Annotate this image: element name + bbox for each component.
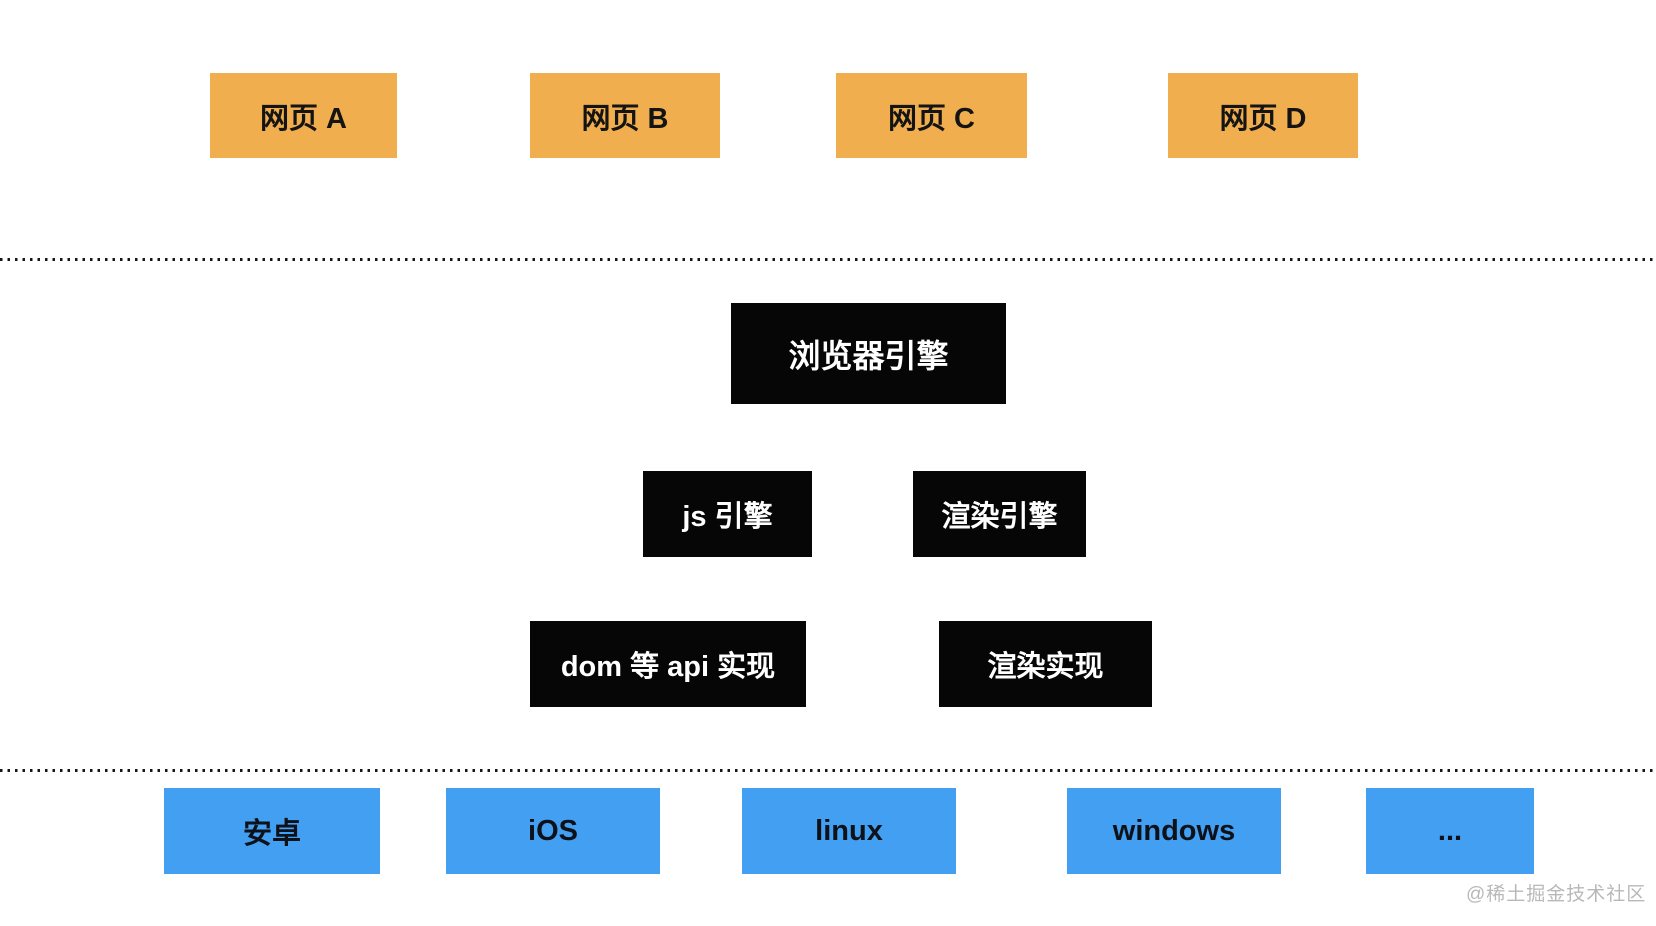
- juejin-watermark: @稀土掘金技术社区: [1466, 884, 1647, 905]
- browser-engine-box: 浏览器引擎: [731, 303, 1006, 404]
- webpage-d-box: 网页 D: [1168, 73, 1358, 158]
- platform-linux-box: linux: [742, 788, 956, 874]
- platform-ellipsis-box: ...: [1366, 788, 1534, 874]
- js-engine-box: js 引擎: [643, 471, 812, 557]
- dotted-separator-top: [0, 258, 1656, 261]
- platform-ios-box: iOS: [446, 788, 660, 874]
- platform-windows-box: windows: [1067, 788, 1281, 874]
- webpage-b-box: 网页 B: [530, 73, 720, 158]
- dotted-separator-bottom: [0, 769, 1656, 772]
- webpage-c-box: 网页 C: [836, 73, 1027, 158]
- render-engine-box: 渲染引擎: [913, 471, 1086, 557]
- render-implementation-box: 渲染实现: [939, 621, 1152, 707]
- webpage-a-box: 网页 A: [210, 73, 397, 158]
- platform-android-box: 安卓: [164, 788, 380, 874]
- dom-api-implementation-box: dom 等 api 实现: [530, 621, 806, 707]
